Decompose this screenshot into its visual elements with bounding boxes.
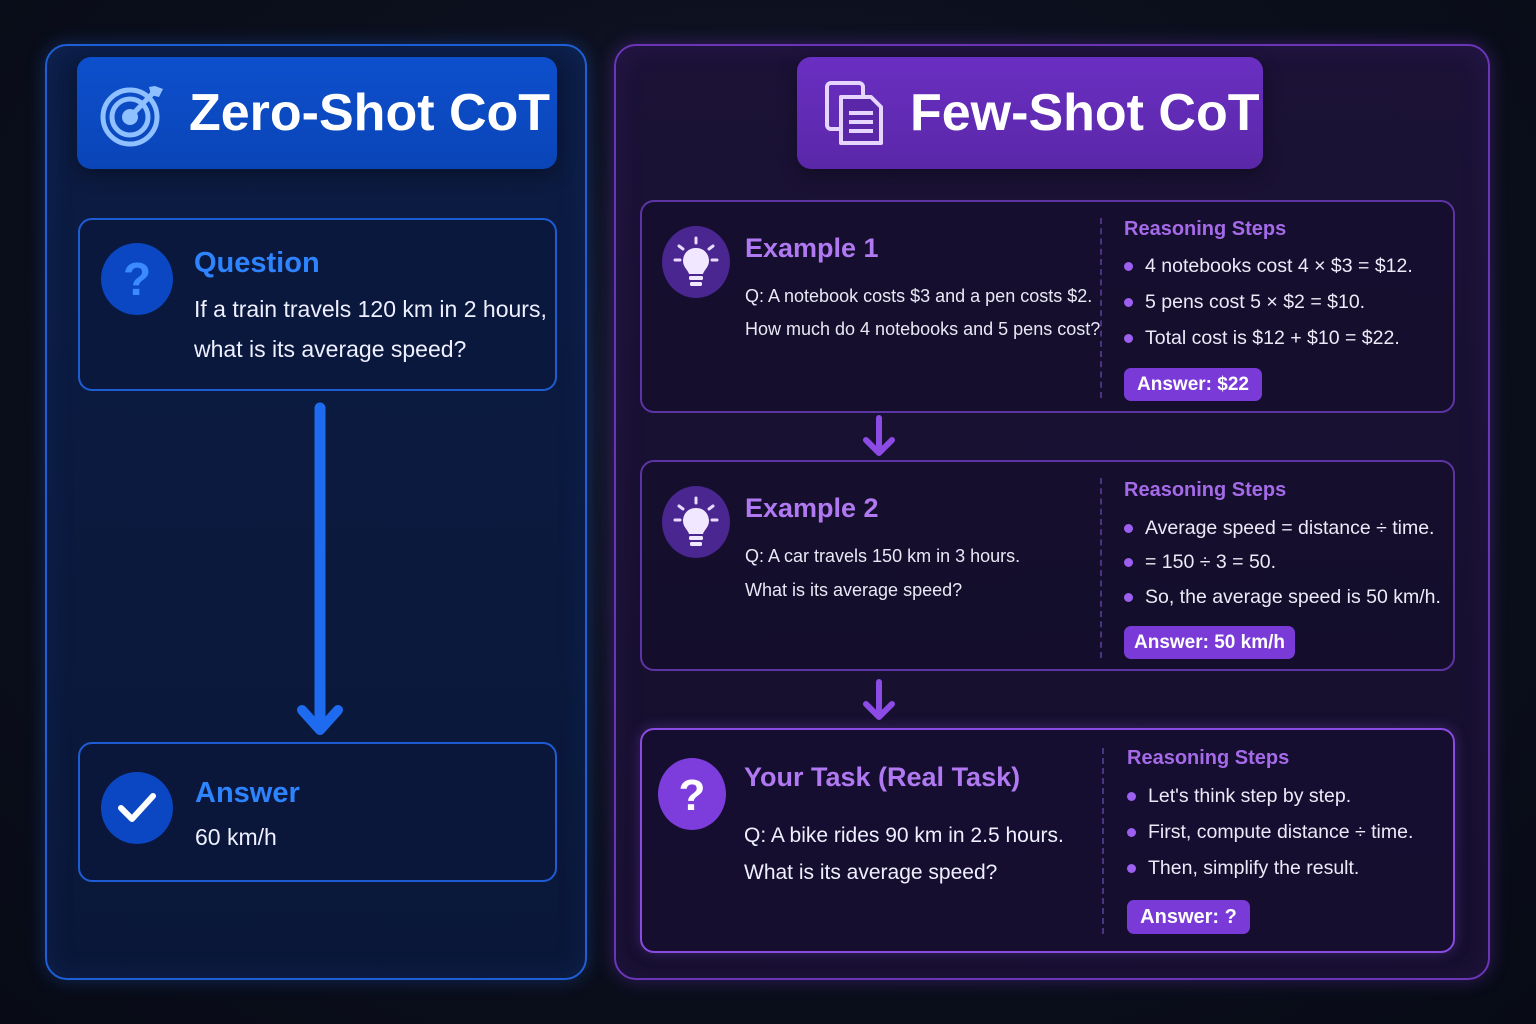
bullet-dot [1127, 828, 1136, 837]
example-1-icon-circle [662, 226, 730, 298]
step-text: Average speed = distance ÷ time. [1145, 517, 1435, 539]
example-2-question-line-1: Q: A car travels 150 km in 3 hours. [745, 546, 1021, 566]
step-text: 5 pens cost 5 × $2 = $10. [1145, 291, 1366, 313]
example-2-answer-badge: Answer: 50 km/h [1124, 626, 1295, 659]
lightbulb-icon [673, 496, 719, 546]
example-2-step-1: Average speed = distance ÷ time. [1124, 517, 1434, 540]
bullet-dot [1124, 558, 1133, 567]
example-2-reasoning-title: Reasoning Steps [1124, 479, 1287, 501]
step-text: First, compute distance ÷ time. [1148, 821, 1414, 843]
task-step-2: First, compute distance ÷ time. [1127, 821, 1413, 844]
example-1-reasoning-title: Reasoning Steps [1124, 218, 1287, 240]
bullet-dot [1124, 262, 1133, 271]
target-icon [100, 86, 163, 147]
question-icon-circle: ? [101, 243, 173, 315]
down-arrow-icon [863, 679, 895, 720]
few-shot-title: Few-Shot CoT [910, 84, 1260, 142]
example-2-card [640, 460, 1455, 671]
question-mark-icon: ? [679, 771, 706, 818]
example-1-step-2: 5 pens cost 5 × $2 = $10. [1124, 291, 1365, 314]
answer-value: 60 km/h [195, 824, 277, 850]
lightbulb-icon [673, 236, 719, 286]
question-line-2: what is its average speed? [194, 336, 467, 362]
question-title: Question [194, 247, 320, 279]
bullet-dot [1127, 792, 1136, 801]
documents-icon [825, 81, 883, 145]
down-arrow-icon [297, 402, 343, 735]
answer-title: Answer [195, 777, 300, 809]
example-1-card [640, 200, 1455, 413]
zero-shot-title: Zero-Shot CoT [189, 84, 551, 142]
task-answer-badge: Answer: ? [1127, 900, 1250, 934]
task-title: Your Task (Real Task) [744, 762, 1021, 792]
example-1-question-line-2: How much do 4 notebooks and 5 pens cost? [745, 319, 1101, 339]
question-line-1: If a train travels 120 km in 2 hours, [194, 296, 547, 322]
bullet-dot [1124, 334, 1133, 343]
example-2-icon-circle [662, 486, 730, 558]
example-1-divider [1100, 218, 1102, 398]
example-2-step-2: = 150 ÷ 3 = 50. [1124, 551, 1276, 574]
svg-text:?: ? [679, 771, 706, 818]
zero-shot-header: Zero-Shot CoT [77, 57, 557, 169]
example-1-title: Example 1 [745, 233, 879, 263]
step-text: Then, simplify the result. [1148, 857, 1360, 879]
bullet-dot [1127, 864, 1136, 873]
task-card [640, 728, 1455, 953]
step-text: 4 notebooks cost 4 × $3 = $12. [1145, 255, 1413, 277]
bullet-dot [1124, 593, 1133, 602]
task-divider [1102, 748, 1104, 934]
step-text: Let's think step by step. [1148, 785, 1352, 807]
example-2-title: Example 2 [745, 493, 879, 523]
task-reasoning-title: Reasoning Steps [1127, 747, 1290, 769]
bullet-dot [1124, 298, 1133, 307]
step-text: Total cost is $12 + $10 = $22. [1145, 327, 1400, 349]
few-shot-header: Few-Shot CoT [797, 57, 1263, 169]
example-1-question-line-1: Q: A notebook costs $3 and a pen costs $… [745, 286, 1093, 306]
task-icon-circle: ? [658, 758, 726, 830]
down-arrow-icon [863, 415, 895, 456]
question-mark-icon: ? [123, 255, 151, 303]
example-2-divider [1100, 478, 1102, 658]
task-step-1: Let's think step by step. [1127, 785, 1351, 808]
task-question-line-1: Q: A bike rides 90 km in 2.5 hours. [744, 824, 1064, 847]
example-2-step-3: So, the average speed is 50 km/h. [1124, 586, 1441, 609]
bullet-dot [1124, 524, 1133, 533]
example-2-question-line-2: What is its average speed? [745, 580, 963, 600]
task-step-3: Then, simplify the result. [1127, 857, 1359, 880]
example-1-answer-badge: Answer: $22 [1124, 368, 1262, 401]
example-1-step-3: Total cost is $12 + $10 = $22. [1124, 327, 1400, 350]
svg-text:?: ? [123, 255, 151, 303]
answer-icon-circle [101, 772, 173, 844]
checkmark-icon [118, 793, 156, 822]
example-1-step-1: 4 notebooks cost 4 × $3 = $12. [1124, 255, 1413, 278]
step-text: = 150 ÷ 3 = 50. [1145, 551, 1277, 573]
task-question-line-2: What is its average speed? [744, 861, 998, 884]
step-text: So, the average speed is 50 km/h. [1145, 586, 1441, 608]
